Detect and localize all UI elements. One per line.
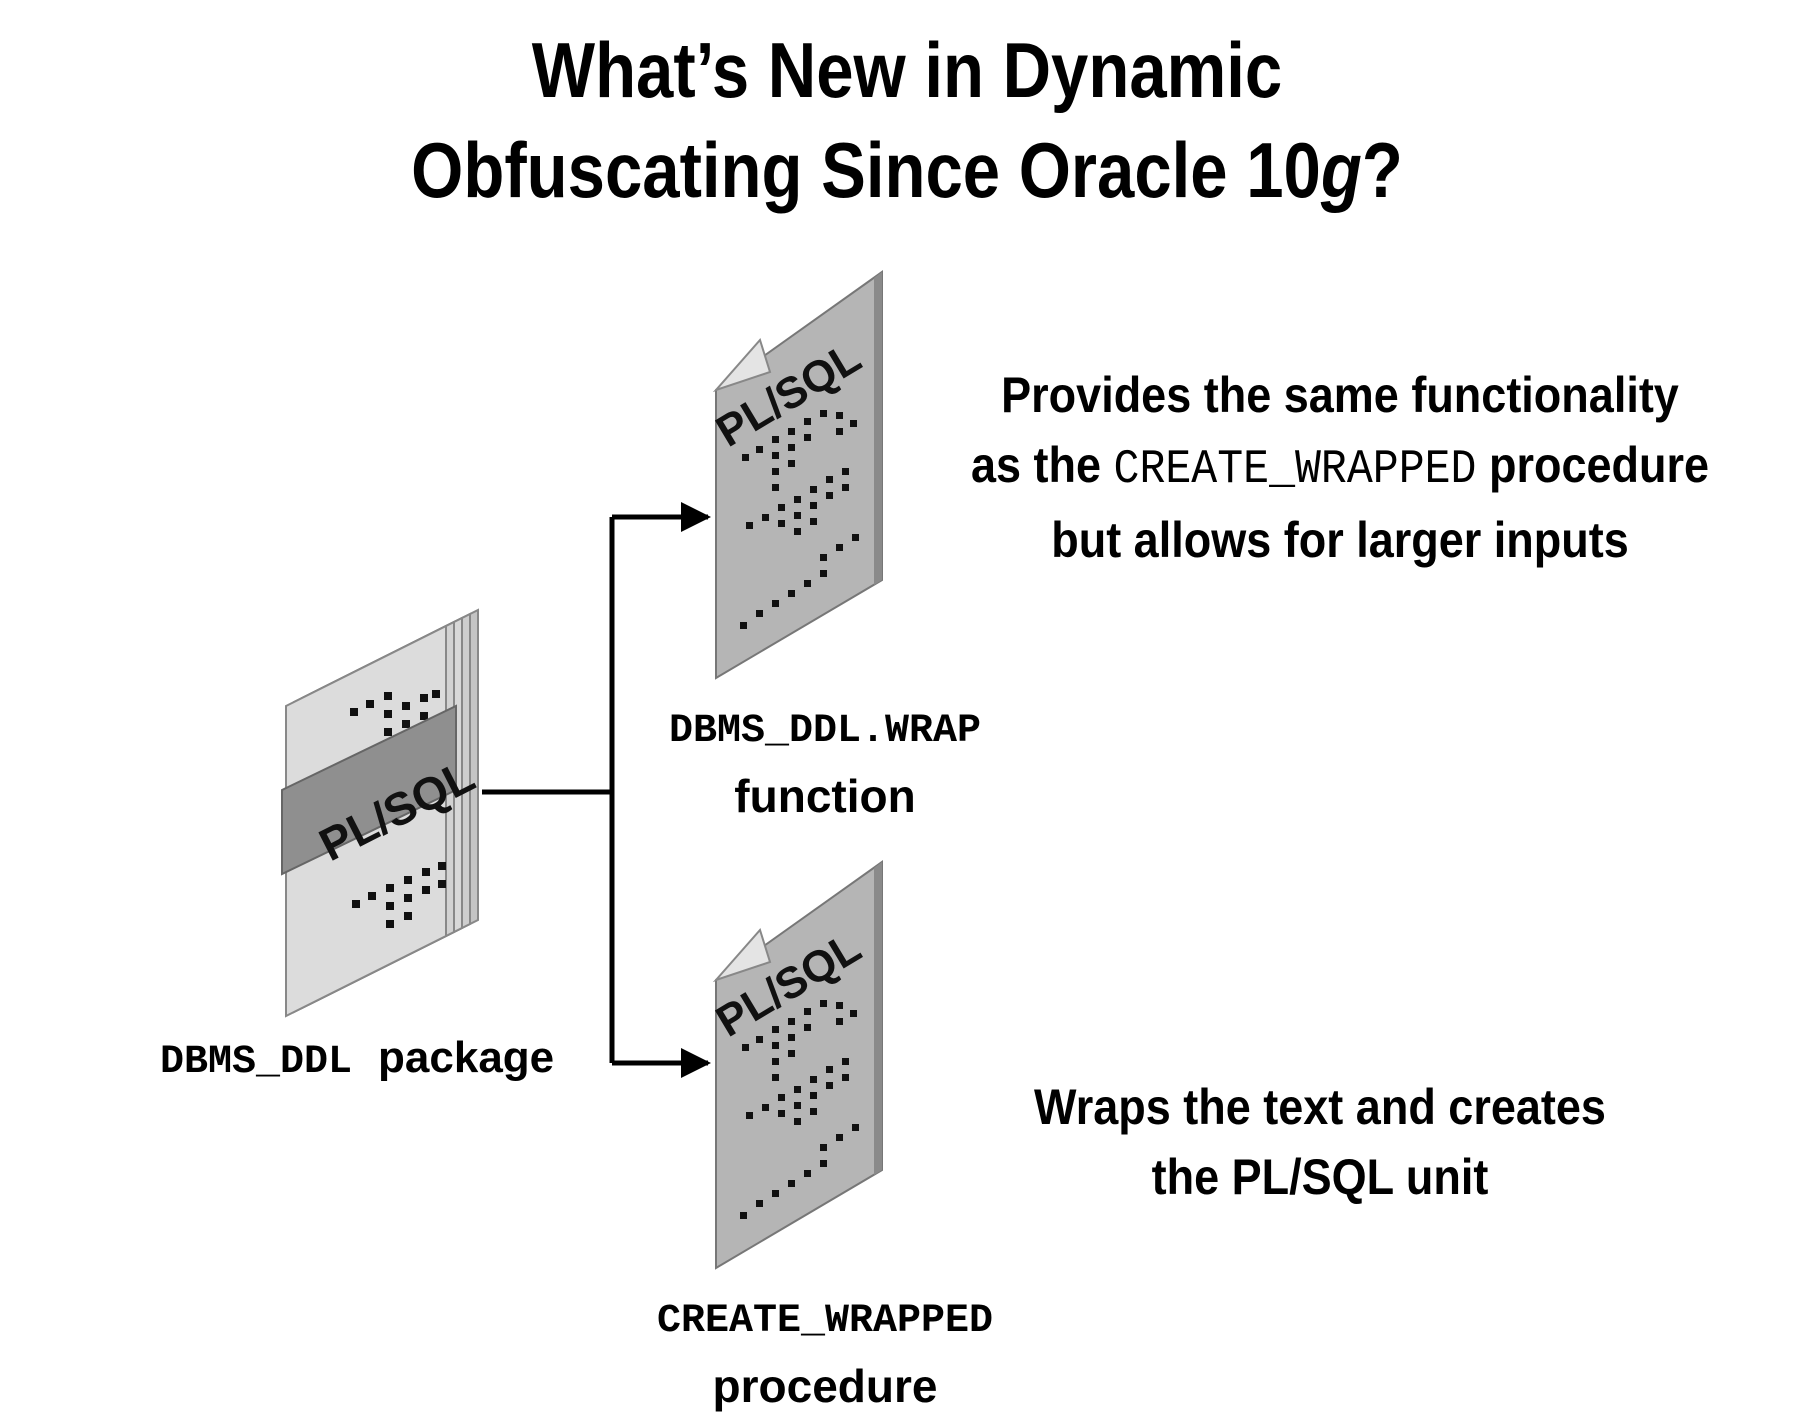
package-kind: package bbox=[378, 1033, 555, 1082]
title-line-2-prefix: Obfuscating Since Oracle 10 bbox=[411, 126, 1321, 214]
wrap-desc-line-2-code: CREATE_WRAPPED bbox=[1113, 443, 1477, 497]
title-line-2-suffix: ? bbox=[1361, 126, 1403, 214]
slide-title: What’s New in Dynamic Obfuscating Since … bbox=[127, 20, 1687, 220]
create-wrapped-kind: procedure bbox=[712, 1360, 938, 1412]
title-line-2: Obfuscating Since Oracle 10g? bbox=[127, 120, 1687, 220]
create-wrapped-description: Wraps the text and creates the PL/SQL un… bbox=[924, 1072, 1716, 1212]
create-wrapped-label: CREATE_WRAPPED procedure bbox=[630, 1290, 1020, 1418]
wrap-desc-line-1: Provides the same functionality bbox=[1001, 367, 1679, 423]
connector bbox=[482, 502, 711, 1078]
package-label: DBMS_DDL package bbox=[160, 1030, 554, 1091]
package-stack-icon: PL/SQL bbox=[281, 608, 483, 1018]
wrap-function-label: DBMS_DDL.WRAP function bbox=[630, 700, 1020, 828]
create-wrapped-document-icon: PL/SQL bbox=[708, 860, 883, 1270]
wrap-desc-line-2-prefix: as the bbox=[970, 437, 1114, 493]
create-wrapped-code: CREATE_WRAPPED bbox=[656, 1299, 994, 1344]
package-code: DBMS_DDL bbox=[160, 1040, 353, 1085]
wrap-desc-line-2-suffix: procedure bbox=[1476, 437, 1710, 493]
title-line-1: What’s New in Dynamic bbox=[531, 26, 1283, 114]
wrap-function-kind: function bbox=[734, 770, 916, 822]
wrap-desc-line-3: but allows for larger inputs bbox=[1051, 512, 1629, 568]
wrap-function-document-icon: PL/SQL bbox=[708, 270, 883, 680]
title-line-2-italic: g bbox=[1320, 126, 1362, 214]
create-desc-line-2: the PL/SQL unit bbox=[1151, 1149, 1489, 1205]
wrap-desc-line-2: as the CREATE_WRAPPED procedure bbox=[944, 430, 1736, 505]
wrap-function-code: DBMS_DDL.WRAP bbox=[668, 709, 982, 754]
wrap-function-description: Provides the same functionality as the C… bbox=[944, 360, 1736, 575]
create-desc-line-1: Wraps the text and creates bbox=[1034, 1079, 1606, 1135]
